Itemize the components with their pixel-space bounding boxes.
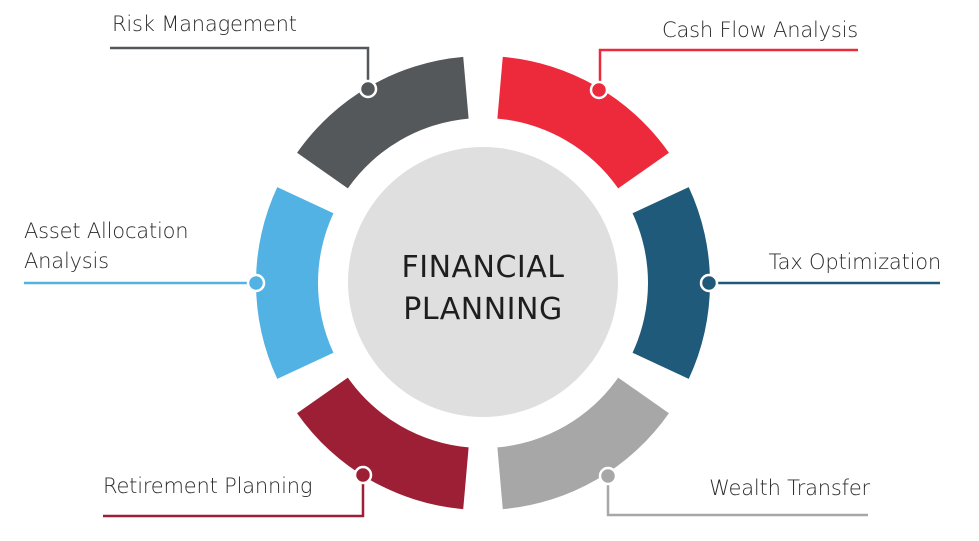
center-title-line1: FINANCIAL — [401, 250, 565, 285]
ring-segment-wealth — [497, 377, 669, 510]
cash-flow-dot-icon — [589, 80, 609, 100]
ring-segment-cash-flow — [497, 56, 669, 189]
retirement-connector-line — [103, 475, 365, 518]
ring-segments — [255, 56, 710, 510]
cash-flow-analysis-label: Cash Flow Analysis — [662, 18, 858, 42]
asset-allocation-label-line1: Asset Allocation — [24, 219, 189, 243]
retirement-dot-icon — [353, 465, 373, 485]
ring-segment-tax — [632, 187, 710, 379]
asset-allocation-label-line2: Analysis — [24, 249, 109, 273]
center-title-line2: PLANNING — [403, 292, 563, 327]
retirement-planning-label: Retirement Planning — [103, 474, 313, 498]
wealth-dot-icon — [598, 466, 618, 486]
risk-connector-line — [110, 46, 370, 89]
tax-optimization-label: Tax Optimization — [768, 250, 942, 274]
cash-flow-connector-line — [598, 48, 858, 90]
ring-segment-retirement — [297, 377, 469, 510]
asset-dot-icon — [246, 273, 266, 293]
center-circle — [348, 147, 618, 417]
tax-dot-icon — [699, 273, 719, 293]
wealth-connector-line — [606, 476, 868, 517]
risk-dot-icon — [358, 79, 378, 99]
ring-segment-asset — [255, 187, 334, 379]
risk-management-label: Risk Management — [112, 12, 297, 36]
ring-segment-risk — [297, 56, 469, 189]
wealth-transfer-label: Wealth Transfer — [709, 476, 870, 500]
